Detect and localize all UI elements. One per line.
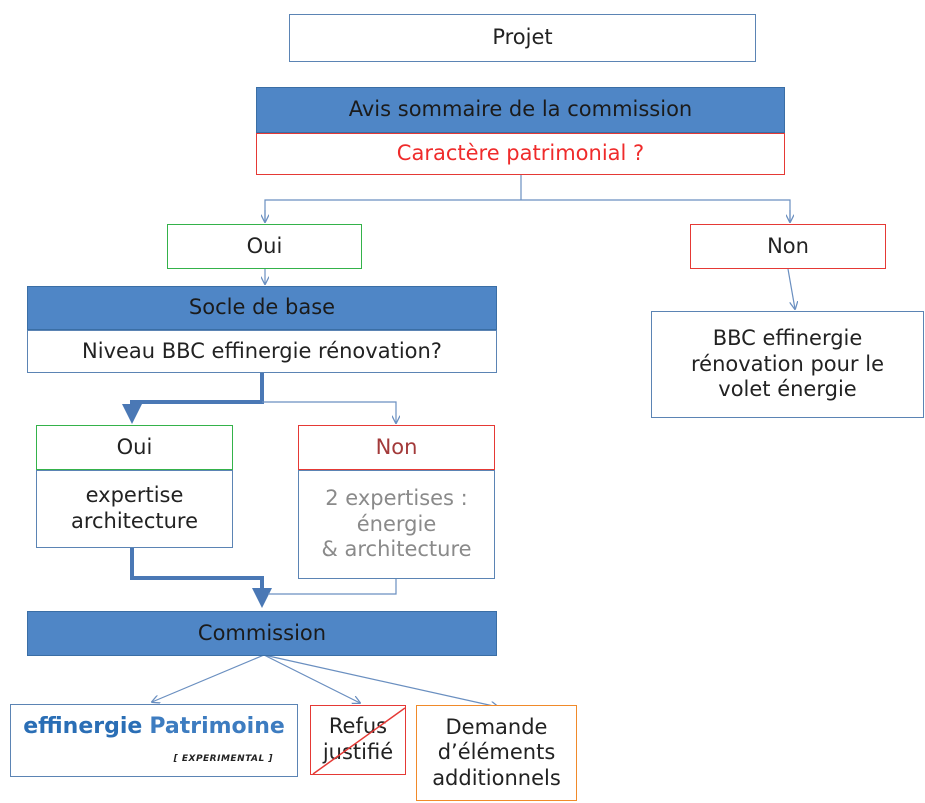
node-non-top: Non — [690, 224, 886, 269]
node-exp2-line1: 2 expertises : — [325, 486, 468, 511]
node-caractere-patrimonial: Caractère patrimonial ? — [256, 133, 785, 175]
node-non-mid: Non — [298, 425, 495, 470]
node-commission-label: Commission — [197, 620, 327, 645]
node-avis-label: Avis sommaire de la commission — [348, 97, 693, 122]
node-socle-label: Socle de base — [188, 295, 336, 320]
node-demande-line2: d’éléments — [437, 740, 556, 765]
node-projet: Projet — [289, 14, 756, 62]
connector-commission-demande — [263, 654, 498, 707]
node-bbc-line2: rénovation pour le — [691, 351, 884, 376]
connector-caractere-split — [264, 173, 791, 222]
node-niveau-bbc: Niveau BBC effinergie rénovation? — [27, 330, 497, 373]
node-projet-label: Projet — [492, 25, 553, 50]
connector-expertise-commission — [130, 548, 272, 608]
node-niveau-label: Niveau BBC effinergie rénovation? — [82, 338, 442, 363]
connector-non-bbc — [787, 268, 795, 309]
node-non-top-label: Non — [767, 233, 809, 258]
node-deux-expertises: 2 expertises : énergie & architecture — [298, 470, 495, 579]
node-commission: Commission — [27, 611, 497, 656]
connector-commission-refus — [263, 654, 360, 703]
node-oui-mid-label: Oui — [116, 434, 153, 459]
node-exp2-line3: & architecture — [321, 537, 472, 562]
effinergie-patrimoine-logo: effinergie Patrimoine [ EXPERIMENTAL ] — [10, 704, 298, 777]
node-refus-justifie: Refus justifié — [310, 705, 406, 775]
connector-commission-logo — [152, 654, 265, 702]
node-expertise-architecture: expertise architecture — [36, 470, 233, 548]
logo-word-patrimoine: Patrimoine — [149, 713, 285, 739]
node-bbc-line3: volet énergie — [718, 377, 857, 402]
connector-niveau-non — [262, 401, 396, 423]
node-oui-mid: Oui — [36, 425, 233, 470]
node-oui-top-label: Oui — [246, 233, 283, 258]
node-caractere-label: Caractère patrimonial ? — [396, 141, 645, 166]
node-exp2-line2: énergie — [356, 511, 437, 536]
node-demande-line3: additionnels — [432, 765, 561, 790]
node-refus-line1: Refus — [328, 714, 388, 739]
node-socle-de-base: Socle de base — [27, 286, 497, 330]
node-refus-line2: justifié — [322, 740, 394, 764]
node-demande-line1: Demande — [445, 714, 548, 739]
node-bbc-effinergie: BBC effinergie rénovation pour le volet … — [651, 311, 924, 418]
node-expertise-line2: architecture — [70, 509, 199, 533]
node-avis-sommaire: Avis sommaire de la commission — [256, 87, 785, 133]
node-demande-elements: Demande d’éléments additionnels — [416, 705, 577, 801]
node-bbc-line1: BBC effinergie — [712, 326, 863, 351]
connector-expertises-commission — [268, 579, 397, 595]
cross-out-icon — [312, 707, 405, 774]
logo-tag-experimental: [ EXPERIMENTAL ] — [173, 753, 273, 764]
connector-niveau-oui — [122, 372, 264, 424]
node-expertise-line1: expertise — [85, 483, 184, 508]
node-non-mid-label: Non — [375, 434, 418, 459]
logo-word-effinergie: effinergie — [23, 713, 143, 739]
node-oui-top: Oui — [167, 224, 362, 269]
